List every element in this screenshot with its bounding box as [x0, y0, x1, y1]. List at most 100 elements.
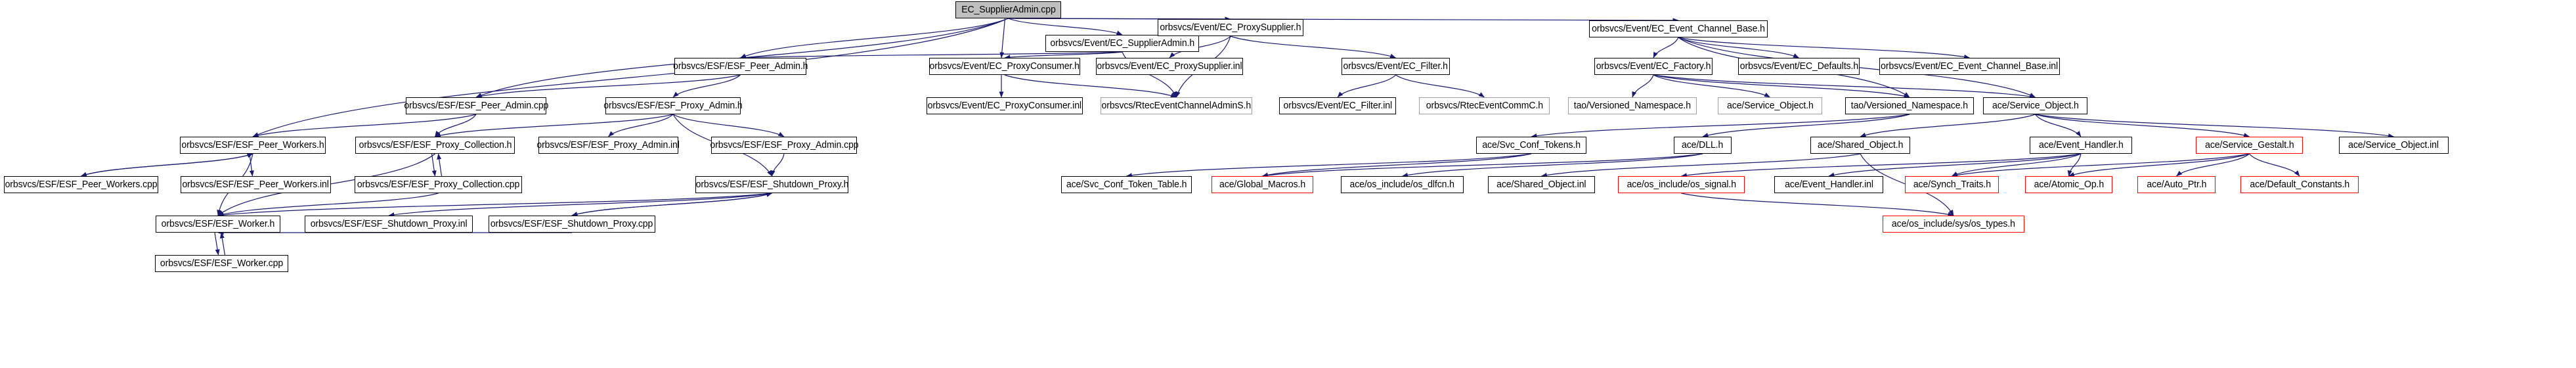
graph-node[interactable]: orbsvcs/RtecEventCommC.h [1419, 97, 1550, 114]
graph-node[interactable]: ace/Shared_Object.inl [1488, 176, 1595, 193]
graph-node-label: orbsvcs/Event/EC_Event_Channel_Base.h [1592, 23, 1765, 34]
graph-node[interactable]: orbsvcs/ESF/ESF_Worker.cpp [155, 255, 288, 272]
graph-node[interactable]: orbsvcs/RtecEventChannelAdminS.h [1101, 97, 1252, 114]
graph-node[interactable]: orbsvcs/ESF/ESF_Shutdown_Proxy.h [695, 176, 848, 193]
graph-node[interactable]: orbsvcs/Event/EC_Defaults.h [1738, 58, 1860, 75]
graph-node[interactable]: orbsvcs/ESF/ESF_Proxy_Collection.h [355, 137, 515, 154]
graph-node[interactable]: orbsvcs/ESF/ESF_Peer_Admin.cpp [404, 97, 548, 114]
graph-node[interactable]: ace/Global_Macros.h [1212, 176, 1313, 193]
graph-node-label: orbsvcs/Event/EC_SupplierAdmin.h [1050, 37, 1194, 49]
graph-node[interactable]: orbsvcs/Event/EC_ProxySupplier.inl [1096, 58, 1243, 75]
graph-node[interactable]: orbsvcs/Event/EC_Event_Channel_Base.inl [1879, 58, 2060, 75]
graph-edge [999, 18, 1006, 58]
graph-node-label: ace/Service_Object.h [1726, 100, 1814, 111]
graph-node[interactable]: orbsvcs/Event/EC_ProxyConsumer.inl [927, 97, 1083, 114]
graph-node[interactable]: ace/Auto_Ptr.h [2137, 176, 2216, 193]
graph-node[interactable]: ace/Service_Object.h [1718, 97, 1822, 114]
graph-edge [1860, 114, 2036, 137]
graph-node-label: orbsvcs/ESF/ESF_Peer_Admin.cpp [404, 100, 548, 111]
graph-node-label: ace/Service_Object.h [1992, 100, 2079, 111]
graph-node[interactable]: orbsvcs/ESF/ESF_Proxy_Admin.cpp [709, 137, 859, 154]
graph-node[interactable]: ace/Shared_Object.h [1810, 137, 1910, 154]
graph-node[interactable]: ace/Service_Gestalt.h [2196, 137, 2303, 154]
graph-node-label: ace/Auto_Ptr.h [2147, 179, 2206, 190]
graph-node-label: ace/Shared_Object.inl [1496, 179, 1586, 190]
graph-node[interactable]: ace/os_include/os_dlfcn.h [1341, 176, 1464, 193]
graph-edge [571, 193, 772, 216]
graph-node-label: orbsvcs/ESF/ESF_Worker.h [161, 218, 275, 229]
graph-edge [252, 18, 1009, 137]
graph-edge [252, 114, 477, 138]
graph-edge [2035, 114, 2082, 137]
graph-node[interactable]: ace/os_include/os_signal.h [1618, 176, 1745, 193]
graph-node[interactable]: ace/Svc_Conf_Token_Table.h [1061, 176, 1192, 193]
graph-edge [1653, 74, 1770, 98]
graph-edge [214, 232, 220, 256]
graph-edge [437, 153, 443, 177]
graph-node-label: orbsvcs/Event/EC_ProxySupplier.inl [1097, 60, 1242, 72]
graph-node[interactable]: ace/Svc_Conf_Tokens.h [1476, 137, 1586, 154]
graph-edge [1678, 37, 1799, 58]
graph-node[interactable]: orbsvcs/Event/EC_Event_Channel_Base.h [1589, 20, 1768, 37]
graph-node[interactable]: tao/Versioned_Namespace.h [1845, 97, 1974, 114]
graph-edge [431, 153, 437, 177]
graph-node[interactable]: orbsvcs/ESF/ESF_Peer_Admin.h [673, 58, 808, 75]
graph-node[interactable]: orbsvcs/ESF/ESF_Shutdown_Proxy.inl [305, 216, 473, 233]
graph-edge [2035, 114, 2394, 139]
graph-node-root[interactable]: EC_SupplierAdmin.cpp [955, 1, 1061, 18]
graph-node[interactable]: ace/os_include/sys/os_types.h [1883, 216, 2024, 233]
graph-node-label: orbsvcs/Event/EC_Filter.inl [1283, 100, 1392, 111]
graph-edge [1632, 74, 1654, 98]
graph-edge [770, 153, 785, 177]
graph-node[interactable]: tao/Versioned_Namespace.h [1568, 97, 1697, 114]
graph-edge [1952, 153, 2250, 177]
graph-node[interactable]: orbsvcs/ESF/ESF_Shutdown_Proxy.cpp [489, 216, 655, 233]
graph-node[interactable]: orbsvcs/Event/EC_SupplierAdmin.h [1045, 35, 1199, 52]
graph-node[interactable]: orbsvcs/ESF/ESF_Proxy_Admin.h [603, 97, 743, 114]
graph-node-label: ace/os_include/os_dlfcn.h [1349, 179, 1455, 190]
graph-node[interactable]: ace/Event_Handler.inl [1774, 176, 1883, 193]
graph-node-label: tao/Versioned_Namespace.h [1573, 100, 1692, 111]
graph-node[interactable]: orbsvcs/ESF/ESF_Worker.h [156, 216, 280, 233]
graph-edge [435, 114, 674, 138]
graph-node-label: ace/Default_Constants.h [2250, 179, 2349, 190]
graph-node[interactable]: orbsvcs/Event/EC_Filter.h [1342, 58, 1450, 75]
graph-node-label: orbsvcs/ESF/ESF_Peer_Workers.inl [182, 179, 330, 190]
graph-node[interactable]: ace/Event_Handler.h [2030, 137, 2132, 154]
graph-edge [1008, 18, 1123, 35]
graph-node[interactable]: ace/Synch_Traits.h [1905, 176, 1999, 193]
graph-node-label: orbsvcs/RtecEventCommC.h [1426, 100, 1543, 111]
graph-node[interactable]: ace/Service_Object.h [1983, 97, 2087, 114]
graph-edge [217, 193, 439, 217]
graph-edge [740, 51, 1123, 60]
graph-node-label: orbsvcs/Event/EC_ProxyConsumer.h [929, 60, 1080, 72]
graph-node-label: ace/Shared_Object.h [1817, 139, 1904, 150]
graph-node[interactable]: orbsvcs/Event/EC_ProxyConsumer.h [929, 58, 1080, 75]
graph-edge [388, 193, 772, 218]
graph-node[interactable]: ace/DLL.h [1674, 137, 1732, 154]
graph-node-label: orbsvcs/ESF/ESF_Proxy_Collection.cpp [357, 179, 520, 190]
graph-node[interactable]: orbsvcs/ESF/ESF_Peer_Workers.cpp [4, 176, 158, 193]
graph-edge [219, 232, 226, 256]
graph-node[interactable]: orbsvcs/Event/EC_Factory.h [1594, 58, 1713, 75]
graph-node-label: orbsvcs/ESF/ESF_Proxy_Admin.cpp [709, 139, 859, 150]
graph-edge [608, 114, 674, 137]
graph-node[interactable]: orbsvcs/Event/EC_Filter.inl [1279, 97, 1396, 114]
graph-edge [435, 114, 477, 137]
graph-edge [740, 18, 1009, 58]
graph-node[interactable]: orbsvcs/ESF/ESF_Proxy_Admin.inl [537, 137, 680, 154]
graph-node[interactable]: orbsvcs/Event/EC_ProxySupplier.h [1158, 19, 1303, 36]
graph-node[interactable]: orbsvcs/ESF/ESF_Peer_Workers.h [180, 137, 326, 154]
graph-edge [1653, 74, 1910, 99]
graph-node[interactable]: ace/Default_Constants.h [2240, 176, 2359, 193]
graph-node[interactable]: ace/Atomic_Op.h [2025, 176, 2112, 193]
graph-edge [571, 193, 772, 216]
graph-edge [1653, 74, 2036, 99]
graph-node-label: orbsvcs/ESF/ESF_Shutdown_Proxy.h [695, 179, 848, 190]
graph-node[interactable]: ace/Service_Object.inl [2339, 137, 2449, 154]
graph-node[interactable]: orbsvcs/ESF/ESF_Peer_Workers.inl [181, 176, 331, 193]
graph-edge [81, 153, 253, 177]
graph-node[interactable]: orbsvcs/ESF/ESF_Proxy_Collection.cpp [355, 176, 522, 193]
graph-node-label: orbsvcs/ESF/ESF_Proxy_Collection.h [359, 139, 512, 150]
